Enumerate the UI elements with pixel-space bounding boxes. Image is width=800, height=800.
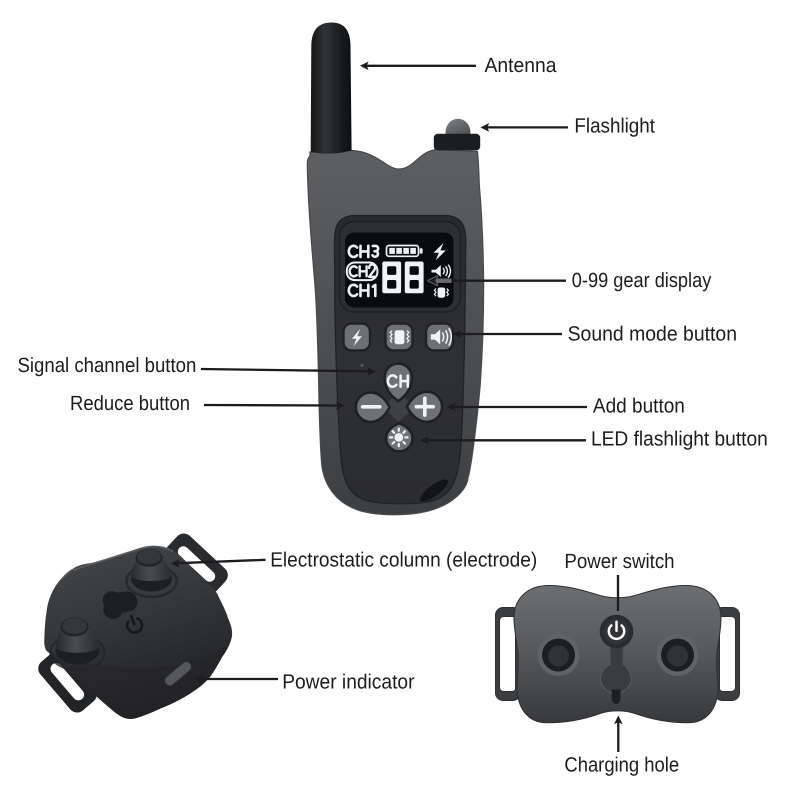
svg-text:Add button: Add button: [593, 395, 685, 418]
svg-text:Signal channel button: Signal channel button: [18, 354, 197, 377]
svg-text:Reduce button: Reduce button: [70, 392, 190, 415]
svg-text:LED flashlight button: LED flashlight button: [591, 428, 768, 451]
svg-text:Charging hole: Charging hole: [564, 753, 679, 776]
svg-text:Sound mode button: Sound mode button: [568, 322, 737, 345]
svg-text:Power switch: Power switch: [564, 550, 674, 573]
svg-text:Antenna: Antenna: [485, 54, 558, 77]
svg-text:Flashlight: Flashlight: [574, 115, 655, 138]
svg-text:0-99 gear display: 0-99 gear display: [572, 269, 712, 292]
svg-text:Electrostatic column (electrod: Electrostatic column (electrode): [270, 549, 537, 572]
svg-text:Power indicator: Power indicator: [282, 671, 414, 694]
